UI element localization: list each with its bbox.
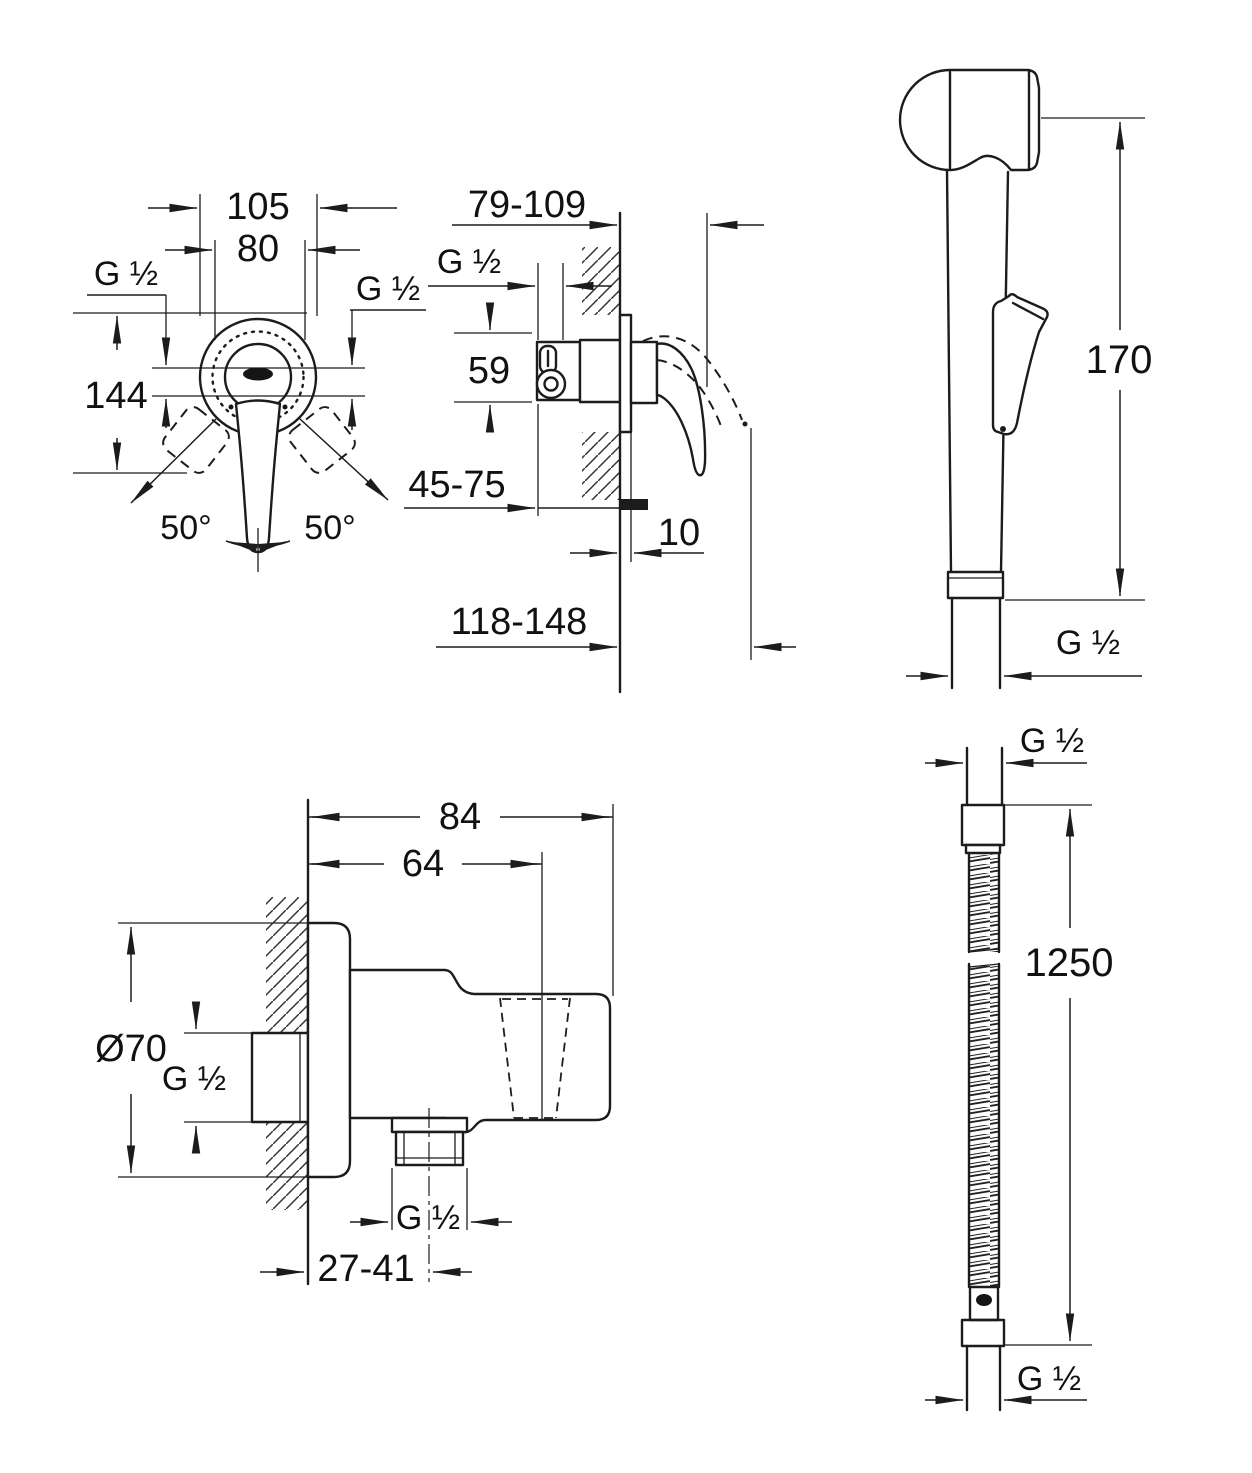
plate-foot	[620, 499, 648, 510]
dim-10: 10	[658, 512, 700, 554]
thread-g12-holder-inlet: G ½	[162, 1060, 226, 1098]
thread-g12-hose-bottom: G ½	[1017, 1360, 1081, 1398]
thread-g12-hose-top: G ½	[1020, 722, 1084, 760]
dim-118-148: 118-148	[451, 601, 588, 643]
hose-nut-bottom	[960, 1318, 1006, 1348]
hose-corrugation-lower	[969, 966, 999, 1286]
dim-59: 59	[468, 350, 510, 392]
dim-27-41: 27-41	[317, 1248, 414, 1290]
shower-head	[898, 68, 1041, 172]
mixer-side-view: 79-109 G ½ 59 45-75 10 118-148	[404, 184, 796, 694]
dim-80: 80	[237, 228, 279, 270]
dim-1250: 1250	[1025, 941, 1114, 985]
wall-holder-view: 84 64 Ø70 G ½ G ½ 27-41	[95, 796, 614, 1290]
dim-170: 170	[1086, 338, 1153, 382]
wall-hatch-upper	[582, 247, 620, 315]
handle-collar	[946, 570, 1005, 600]
shower-handle	[945, 168, 953, 574]
dim-79-109: 79-109	[468, 184, 586, 226]
angle-50-right: 50°	[304, 509, 355, 547]
dim-144: 144	[84, 375, 147, 417]
supply-union-right	[288, 406, 356, 474]
cartridge-slot	[243, 367, 273, 381]
thread-g12-front-left: G ½	[94, 255, 158, 293]
holder-body	[348, 968, 612, 1134]
dim-dia70: Ø70	[95, 1028, 167, 1070]
thread-g12-side: G ½	[437, 243, 501, 281]
supply-union-left	[162, 406, 230, 474]
thread-g12-front-right: G ½	[356, 270, 420, 308]
dim-84: 84	[439, 796, 481, 838]
hose-corrugation-upper	[969, 853, 999, 952]
hand-shower-view: 170 G ½	[898, 68, 1153, 690]
escutcheon-plate	[618, 313, 633, 434]
cartridge-body	[578, 338, 622, 404]
thread-g12-shower: G ½	[1056, 624, 1120, 662]
handle-hub	[629, 340, 659, 405]
wall-flange	[306, 921, 352, 1179]
trigger-lever	[991, 293, 1049, 436]
mixer-lever-side	[655, 342, 707, 477]
hose-view: G ½ 1250 G ½	[925, 722, 1114, 1412]
wall-hatch-lower2	[266, 1122, 308, 1210]
hose-ferrule	[968, 1285, 1000, 1322]
mixer-front-view: 105 80 G ½ G ½ 144 50° 50°	[73, 186, 426, 572]
holder-cone	[499, 997, 571, 1119]
wall-hatch-lower	[582, 432, 620, 500]
wall-hatch-upper2	[266, 897, 308, 1033]
dim-45-75: 45-75	[408, 464, 505, 506]
angle-50-left: 50°	[160, 509, 211, 547]
dim-64: 64	[402, 843, 444, 885]
dim-105: 105	[226, 186, 289, 228]
inlet-thread-box	[250, 1031, 310, 1124]
thread-g12-holder-outlet: G ½	[396, 1199, 460, 1237]
